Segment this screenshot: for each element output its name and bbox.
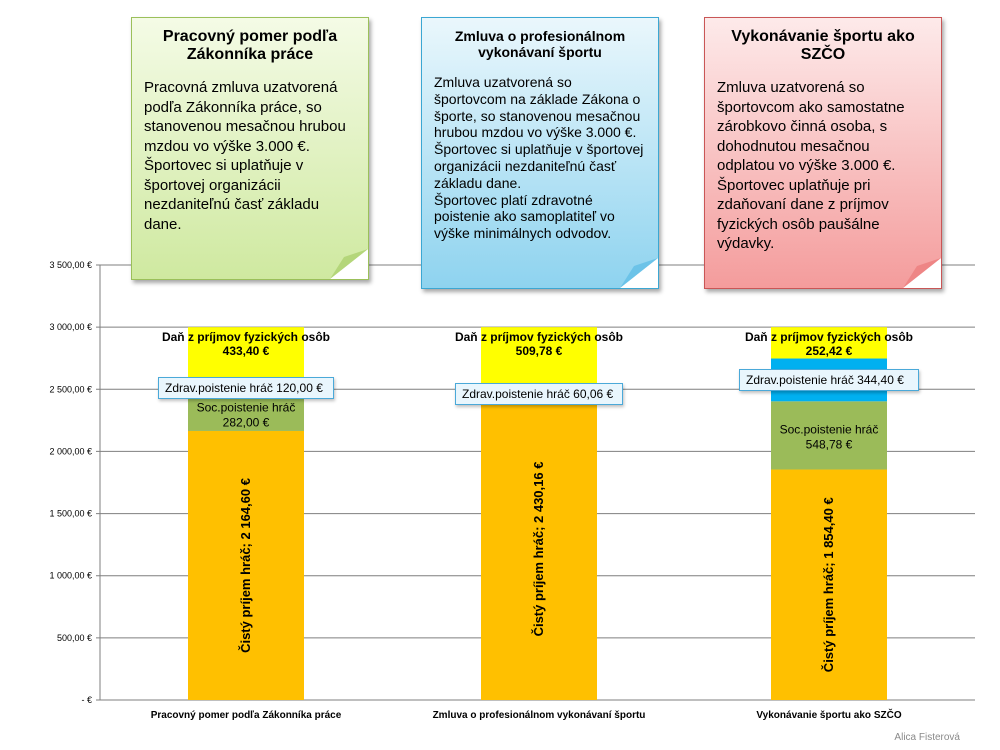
data-label-tax-name: Daň z príjmov fyzických osôb	[455, 330, 623, 344]
note-title: Zmluva o profesionálnom vykonávaní šport…	[454, 28, 626, 60]
y-tick-label: 3 500,00 €	[49, 260, 92, 270]
data-label-soc-name: Soc.poistenie hráč	[197, 400, 296, 414]
x-axis-labels: Pracovný pomer podľa Zákonníka práce Zmlu…	[151, 708, 902, 721]
data-label-zdrav: Zdrav.poistenie hráč 60,06 €	[455, 383, 623, 406]
data-label-tax-value: 433,40 €	[223, 344, 270, 358]
data-label-soc-name: Soc.poistenie hráč	[780, 422, 879, 436]
note-szco: Vykonávanie športu ako SZČO Zmluva uzatv…	[704, 17, 942, 289]
data-label-net: Čistý príjem hráč; 2 430,16 €	[531, 462, 546, 637]
y-tick-label: 2 000,00 €	[49, 446, 92, 456]
bar-segment	[771, 401, 887, 470]
y-tick-label: 500,00 €	[57, 633, 92, 643]
y-tick-label: 2 500,00 €	[49, 384, 92, 394]
bars: Čistý príjem hráč; 2 164,60 € Soc.poisten…	[162, 327, 913, 700]
note-body: Pracovná zmluva uzatvorená podľa Zákonní…	[144, 79, 346, 233]
data-label-tax-value: 509,78 €	[516, 344, 563, 358]
data-label-zdrav: Zdrav.poistenie hráč 120,00 €	[158, 377, 334, 400]
bar-segment	[188, 430, 304, 700]
data-label-net: Čistý príjem hráč; 1 854,40 €	[821, 497, 836, 672]
page-fold-icon	[330, 249, 368, 279]
note-title: Vykonávanie športu ako SZČO	[731, 28, 915, 63]
data-label-tax-name: Daň z príjmov fyzických osôb	[745, 330, 913, 344]
bar-segment	[771, 327, 887, 359]
x-category-label: Zmluva o profesionálnom vykonávaní šport…	[433, 710, 646, 721]
y-tick-label: 1 500,00 €	[49, 509, 92, 519]
page-fold-icon	[903, 258, 941, 288]
bar-segment	[481, 397, 597, 700]
note-body: Zmluva uzatvorená so športovcom ako samo…	[717, 79, 905, 252]
x-category-label: Vykonávanie športu ako SZČO	[756, 708, 901, 721]
bar-segment	[771, 469, 887, 700]
author-credit: Alica Fisterová	[894, 732, 960, 743]
bar-segment	[481, 327, 597, 391]
data-label-net: Čistý príjem hráč; 2 164,60 €	[238, 478, 253, 653]
y-tick-label: - €	[81, 695, 92, 705]
note-profesionalny-sport: Zmluva o profesionálnom vykonávaní šport…	[421, 17, 659, 289]
y-axis-ticks: - € 500,00 € 1 000,00 € 1 500,00 € 2 000,00 …	[49, 260, 92, 705]
bar-segment	[188, 395, 304, 431]
x-category-label: Pracovný pomer podľa Zákonníka práce	[151, 710, 342, 721]
data-label-tax-value: 252,42 €	[806, 344, 853, 358]
note-title: Pracovný pomer podľa Zákonníka práce	[162, 28, 338, 63]
data-label-zdrav: Zdrav.poistenie hráč 344,40 €	[739, 368, 919, 391]
page-fold-icon	[620, 258, 658, 288]
note-body: Zmluva uzatvorená so športovcom na zákla…	[434, 74, 644, 242]
bar-segment	[188, 327, 304, 382]
note-pracovny-pomer: Pracovný pomer podľa Zákonníka práce Pra…	[131, 17, 369, 280]
y-tick-label: 3 000,00 €	[49, 322, 92, 332]
data-label-soc-value: 548,78 €	[806, 437, 853, 451]
data-label-soc-value: 282,00 €	[223, 415, 270, 429]
y-tick-label: 1 000,00 €	[49, 571, 92, 581]
data-label-tax-name: Daň z príjmov fyzických osôb	[162, 330, 330, 344]
